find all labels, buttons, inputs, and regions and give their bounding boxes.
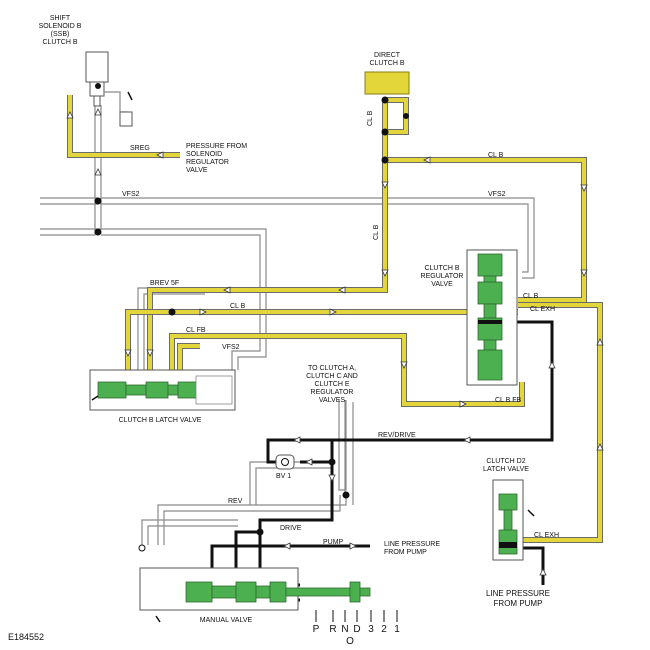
direct-clutch-label-2: CLUTCH B xyxy=(369,60,404,67)
gear-2: 2 xyxy=(381,624,387,635)
manual-valve-label: MANUAL VALVE xyxy=(200,617,253,624)
line-pressure-pump2-2: FROM PUMP xyxy=(494,599,543,608)
clb-label-top: CL B xyxy=(488,152,504,159)
vfs2-label-latch: VFS2 xyxy=(222,344,240,351)
ssb-label-2: SOLENOID B xyxy=(39,23,82,30)
to-clutch-label-1: TO CLUTCH A, xyxy=(308,365,356,372)
pressure-from-solenoid-3: REGULATOR xyxy=(186,159,229,166)
ssb-label-3: (SSB) xyxy=(51,31,70,38)
pressure-from-solenoid-2: SOLENOID xyxy=(186,151,222,158)
pressure-from-solenoid-4: VALVE xyxy=(186,167,208,174)
to-clutch-label-4: REGULATOR xyxy=(311,389,354,396)
gear-selector-ticks xyxy=(315,610,398,622)
clbfb-label: CL FB xyxy=(186,327,206,334)
gear-1: 1 xyxy=(394,624,400,635)
rev-label: REV xyxy=(228,498,243,505)
clb-label-mid: CL B xyxy=(230,303,246,310)
flow-arrows xyxy=(66,108,604,576)
vfs2-label-right: VFS2 xyxy=(488,191,506,198)
clb-reg-label-2: REGULATOR xyxy=(421,273,464,280)
to-clutch-label-5: VALVES xyxy=(319,397,346,404)
cl-exh-label-top: CL EXH xyxy=(530,306,555,313)
line-pressure-pump2-1: LINE PRESSURE xyxy=(486,589,550,598)
manual-valve xyxy=(139,567,371,623)
pressure-from-solenoid-1: PRESSURE FROM xyxy=(186,143,247,150)
clutch-b-regulator-valve xyxy=(466,249,518,386)
gear-3: 3 xyxy=(368,624,374,635)
to-clutch-label-3: CLUTCH E xyxy=(314,381,349,388)
junction-dots xyxy=(94,83,409,552)
brev5f-label: BREV 5F xyxy=(150,280,179,287)
direct-clutch-b xyxy=(364,71,410,95)
sreg-label: SREG xyxy=(130,145,150,152)
clutch-d2-label-2: LATCH VALVE xyxy=(483,466,529,473)
to-clutch-label-2: CLUTCH C AND xyxy=(306,373,358,380)
clutch-d2-label-1: CLUTCH D2 xyxy=(486,458,525,465)
clbfb-lower-label: CL B FB xyxy=(495,397,522,404)
clb-label-vertical-2: CL B xyxy=(373,224,380,240)
ball-valve-bv1 xyxy=(275,454,295,470)
gear-d: D xyxy=(353,624,360,635)
clb-label-vertical-1: CL B xyxy=(367,110,374,126)
drive-label: DRIVE xyxy=(280,525,302,532)
clb-reg-label-3: VALVE xyxy=(431,281,453,288)
exhaust-passages xyxy=(40,105,535,545)
figure-id: E184552 xyxy=(8,632,44,642)
cl-exh-label-bottom: CL EXH xyxy=(534,532,559,539)
clutch-b-pressure-passages xyxy=(67,95,603,543)
gear-p: P xyxy=(313,624,320,635)
line-pressure-pump-2: FROM PUMP xyxy=(384,549,427,556)
clb-label-regulator: CL B xyxy=(523,293,539,300)
clb-reg-label-1: CLUTCH B xyxy=(424,265,459,272)
direct-clutch-label-1: DIRECT xyxy=(374,52,401,59)
pump-label: PUMP xyxy=(323,539,344,546)
gear-below-o: O xyxy=(346,636,354,647)
clutch-b-latch-valve xyxy=(89,369,236,411)
ssb-label-4: CLUTCH B xyxy=(42,39,77,46)
clutch-b-latch-label: CLUTCH B LATCH VALVE xyxy=(119,417,202,424)
gear-r: R xyxy=(329,624,336,635)
gear-n: N xyxy=(341,624,348,635)
rev-drive-label: REV/DRIVE xyxy=(378,432,416,439)
vfs2-label-left: VFS2 xyxy=(122,191,140,198)
clutch-d2-latch-valve xyxy=(492,479,535,561)
labels: SHIFT SOLENOID B (SSB) CLUTCH B DIRECT C… xyxy=(8,15,559,647)
line-pressure-pump-1: LINE PRESSURE xyxy=(384,541,440,548)
ssb-label-1: SHIFT xyxy=(50,15,71,22)
shift-solenoid-b xyxy=(85,51,133,127)
bv1-label: BV 1 xyxy=(276,473,291,480)
